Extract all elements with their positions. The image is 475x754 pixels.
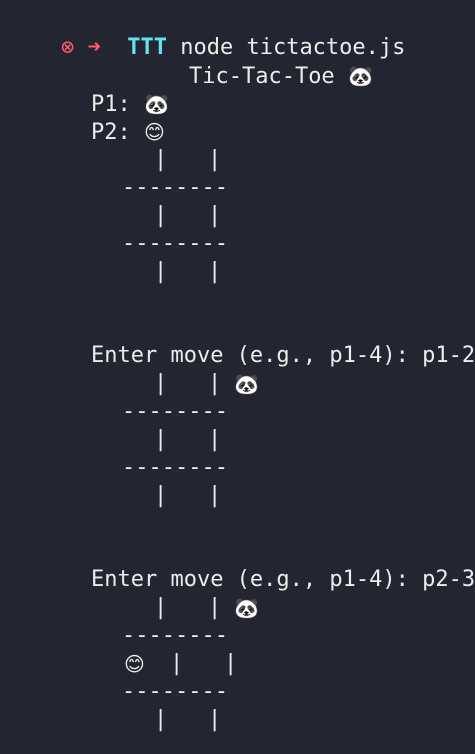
board-bar: | [154,147,168,172]
board-row: | | [120,426,252,454]
board-row: | | 🐼 [120,594,259,622]
board-bar: | [154,595,168,620]
board-bar: | [208,427,222,452]
player-one-label: P1: [90,92,131,117]
board-bar: | [208,595,222,620]
board-initial: | | -------- | | -------- | | [120,146,252,286]
board-separator: -------- [122,623,228,648]
board-cell-panda: 🐼 [234,596,259,620]
board-row: 😊 | | [120,650,252,678]
move-input: p1-2 [422,343,475,368]
game-title: Tic-Tac-Toe [188,64,335,89]
board-separator: -------- [122,175,228,200]
panda-icon: 🐼 [347,64,373,88]
board-row: | | 🐼 [120,370,259,398]
board-row: | | [120,706,252,734]
board-bar: | [154,203,168,228]
board-after-move-2: | | 🐼 -------- 😊 | | -------- | | [120,594,259,734]
move-input: p2-3 [422,567,475,592]
board-separator: -------- [122,231,228,256]
prompt-arrow-icon: ➜ [87,35,101,60]
board-bar: | [208,707,222,732]
player-one-line: P1: 🐼 [38,62,169,147]
board-cell-panda: 🐼 [234,372,259,396]
game-title-line: Tic-Tac-Toe 🐼 [136,34,373,119]
board-bar: | [208,259,222,284]
board-separator: -------- [122,399,228,424]
board-row: | | [120,146,252,174]
error-status-icon: ⊗ [60,35,75,60]
prompt-line: ⊗ ➜ TTT node tictactoe.js [8,6,405,90]
command-text: node tictactoe.js [180,35,406,60]
board-bar: | [154,707,168,732]
board-row: | | [120,202,252,230]
board-cell-smile: 😊 [124,652,145,676]
player-two-smile-icon: 😊 [143,120,165,144]
board-after-move-1: | | 🐼 -------- | | -------- | | [120,370,259,510]
board-bar: | [208,203,222,228]
player-two-line: P2: 😊 [38,90,165,175]
current-directory: TTT [127,35,167,60]
move-prompt: Enter move (e.g., p1-4): [90,343,423,368]
board-bar: | [154,259,168,284]
board-bar: | [208,371,222,396]
board-row: | | [120,258,252,286]
move-prompt: Enter move (e.g., p1-4): [90,567,423,592]
board-row: | | [120,482,252,510]
player-two-label: P2: [90,120,131,145]
player-one-panda-icon: 🐼 [143,92,169,116]
board-bar: | [224,651,238,676]
board-separator: -------- [122,455,228,480]
board-bar: | [208,483,222,508]
board-bar: | [170,651,184,676]
move-prompt-line: Enter move (e.g., p1-4): p1-2 [38,314,475,398]
board-bar: | [154,371,168,396]
move-prompt-line: Enter move (e.g., p1-4): p2-3 [38,538,475,622]
board-bar: | [154,427,168,452]
board-bar: | [154,483,168,508]
board-bar: | [208,147,222,172]
board-separator: -------- [122,679,228,704]
